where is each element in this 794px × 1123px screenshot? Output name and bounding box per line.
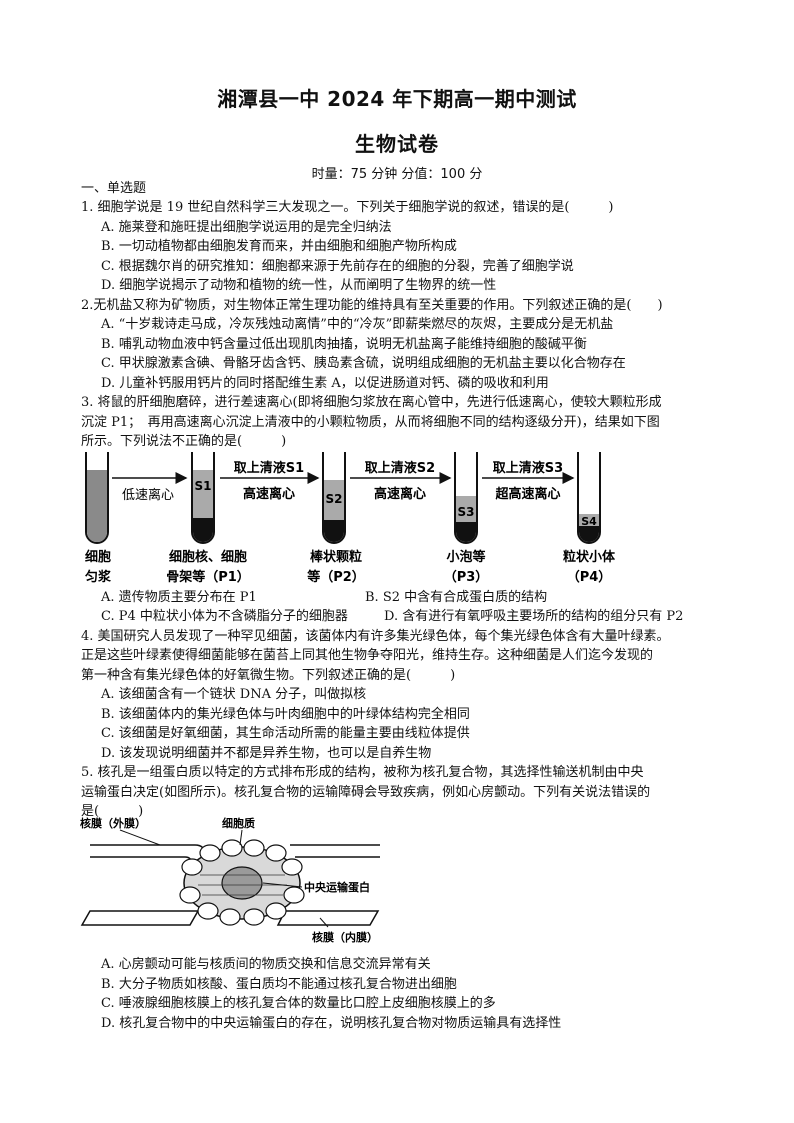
q2-option-d: D. 儿童补钙服用钙片的同时搭配维生素 A，以促进肠道对钙、磷的吸收和利用 xyxy=(101,376,549,391)
exam-info: 时量：75 分钟 分值：100 分 xyxy=(311,167,483,182)
tube-caption: 棒状颗粒 xyxy=(310,549,362,565)
label-inner-membrane: 核膜（内膜） xyxy=(312,930,378,944)
q5-option-d: D. 核孔复合物中的中央运输蛋白的存在，说明核孔复合物对物质运输具有选择性 xyxy=(101,1016,562,1031)
q1-option-d: D. 细胞学说揭示了动物和植物的统一性，从而阐明了生物界的统一性 xyxy=(101,278,497,293)
tube-caption: （P4） xyxy=(567,569,612,585)
q1-option-c: C. 根据魏尔肖的研究推知：细胞都来源于先前存在的细胞的分裂，完善了细胞学说 xyxy=(101,259,574,274)
q3-option-c: C. P4 中粒状小体为不含磷脂分子的细胞器 xyxy=(101,609,348,624)
step-label: 低速离心 xyxy=(122,487,174,503)
tube-caption: （P3） xyxy=(444,569,489,585)
q5-option-b: B. 大分子物质如核酸、蛋白质均不能通过核孔复合物进出细胞 xyxy=(101,977,457,992)
label-cytoplasm: 细胞质 xyxy=(222,816,255,830)
q5-option-a: A. 心房颤动可能与核质间的物质交换和信息交流异常有关 xyxy=(101,957,431,972)
exam-title: 湘潭县一中 2024 年下期高一期中测试 xyxy=(217,87,577,111)
q4-option-c: C. 该细菌是好氧细菌，其生命活动所需的能量主要由线粒体提供 xyxy=(101,726,470,741)
tube-caption: 细胞 xyxy=(85,549,111,565)
q4-option-a: A. 该细菌含有一个链状 DNA 分子，叫做拟核 xyxy=(101,687,367,702)
tube-caption: 粒状小体 xyxy=(563,549,616,565)
tube-caption: 等（P2） xyxy=(306,569,365,585)
question-3-stem: 3. 将鼠的肝细胞磨碎，进行差速离心(即将细胞匀浆放在离心管中，先进行低速离心，… xyxy=(81,395,662,410)
q2-option-a: A. “十岁栽诗走马成，冷灰残烛动离情”中的“冷灰”即薪柴燃尽的灰烬，主要成分是… xyxy=(101,317,614,332)
question-1-stem: 1. 细胞学说是 19 世纪自然科学三大发现之一。下列关于细胞学说的叙述，错误的… xyxy=(81,200,614,215)
question-5-stem: 是( ) xyxy=(81,804,144,819)
question-4-stem: 第一种含有集光绿色体的好氧微生物。下列叙述正确的是( ) xyxy=(81,668,456,683)
tube-s3 xyxy=(454,452,478,544)
step-label: 取上清液S2 xyxy=(365,460,435,476)
tube-caption: 小泡等 xyxy=(446,549,485,565)
question-4-stem: 正是这些叶绿素使得细菌能够在菌苔上同其他生物争夺阳光，维持生存。这种细菌是人们迄… xyxy=(81,648,654,663)
centrifugation-diagram: S1 S2 S3 S4 低速离心 取上清液S1 高速离心 取上清液S2 高速离心… xyxy=(85,452,616,585)
nuclear-pore-diagram: 核膜（外膜） 细胞质 中央运输蛋白 核膜（内膜） xyxy=(80,816,380,944)
exam-subtitle: 生物试卷 xyxy=(355,132,439,156)
q1-option-a: A. 施莱登和施旺提出细胞学说运用的是完全归纳法 xyxy=(101,220,392,235)
tube-caption: 骨架等（P1） xyxy=(166,569,250,585)
tube-label-s2: S2 xyxy=(326,492,343,506)
tube-caption: 匀浆 xyxy=(85,569,112,585)
q4-option-b: B. 该细菌体内的集光绿色体与叶肉细胞中的叶绿体结构完全相同 xyxy=(101,707,470,722)
step-label: 高速离心 xyxy=(374,486,426,502)
question-5-stem: 运输蛋白决定(如图所示)。核孔复合物的运输障碍会导致疾病，例如心房颤动。下列有关… xyxy=(81,785,651,800)
q3-option-b: B. S2 中含有合成蛋白质的结构 xyxy=(365,590,548,605)
step-label: 取上清液S1 xyxy=(234,460,304,476)
tube-homogenate xyxy=(85,452,109,544)
q3-option-a: A. 遗传物质主要分布在 P1 xyxy=(101,590,257,605)
section-heading: 一、单选题 xyxy=(81,181,147,196)
label-central-transporter: 中央运输蛋白 xyxy=(304,880,370,894)
tube-s4 xyxy=(577,452,601,544)
tube-caption: 细胞核、细胞 xyxy=(169,549,247,565)
question-2-stem: 2.无机盐又称为矿物质，对生物体正常生理功能的维持具有至关重要的作用。下列叙述正… xyxy=(81,298,663,313)
q2-option-c: C. 甲状腺激素含碘、骨骼牙齿含钙、胰岛素含硫，说明组成细胞的无机盐主要以化合物… xyxy=(101,356,626,371)
tube-label-s1: S1 xyxy=(195,479,212,493)
question-3-stem: 沉淀 P1； 再用高速离心沉淀上清液中的小颗粒物质，从而将细胞不同的结构逐级分开… xyxy=(81,415,660,430)
label-outer-membrane: 核膜（外膜） xyxy=(80,816,146,830)
question-4-stem: 4. 美国研究人员发现了一种罕见细菌，该菌体内有许多集光绿色体，每个集光绿色体含… xyxy=(81,629,670,644)
question-3-stem: 所示。下列说法不正确的是( ) xyxy=(81,434,287,449)
q2-option-b: B. 哺乳动物血液中钙含量过低出现肌肉抽搐，说明无机盐离子能维持细胞的酸碱平衡 xyxy=(101,337,587,352)
tube-label-s4: S4 xyxy=(581,515,597,528)
tube-label-s3: S3 xyxy=(458,505,475,519)
step-label: 高速离心 xyxy=(243,486,295,502)
question-5-stem: 5. 核孔是一组蛋白质以特定的方式排布形成的结构，被称为核孔复合物，其选择性输送… xyxy=(81,765,644,780)
q1-option-b: B. 一切动植物都由细胞发育而来，并由细胞和细胞产物所构成 xyxy=(101,239,457,254)
q5-option-c: C. 唾液腺细胞核膜上的核孔复合体的数量比口腔上皮细胞核膜上的多 xyxy=(101,996,496,1011)
step-label: 超高速离心 xyxy=(495,486,560,502)
tube-s2 xyxy=(322,452,346,544)
q4-option-d: D. 该发现说明细菌并不都是异养生物，也可以是自养生物 xyxy=(101,746,432,761)
step-label: 取上清液S3 xyxy=(493,460,563,476)
tube-s1 xyxy=(191,452,215,544)
q3-option-d: D. 含有进行有氧呼吸主要场所的结构的组分只有 P2 xyxy=(384,609,684,624)
